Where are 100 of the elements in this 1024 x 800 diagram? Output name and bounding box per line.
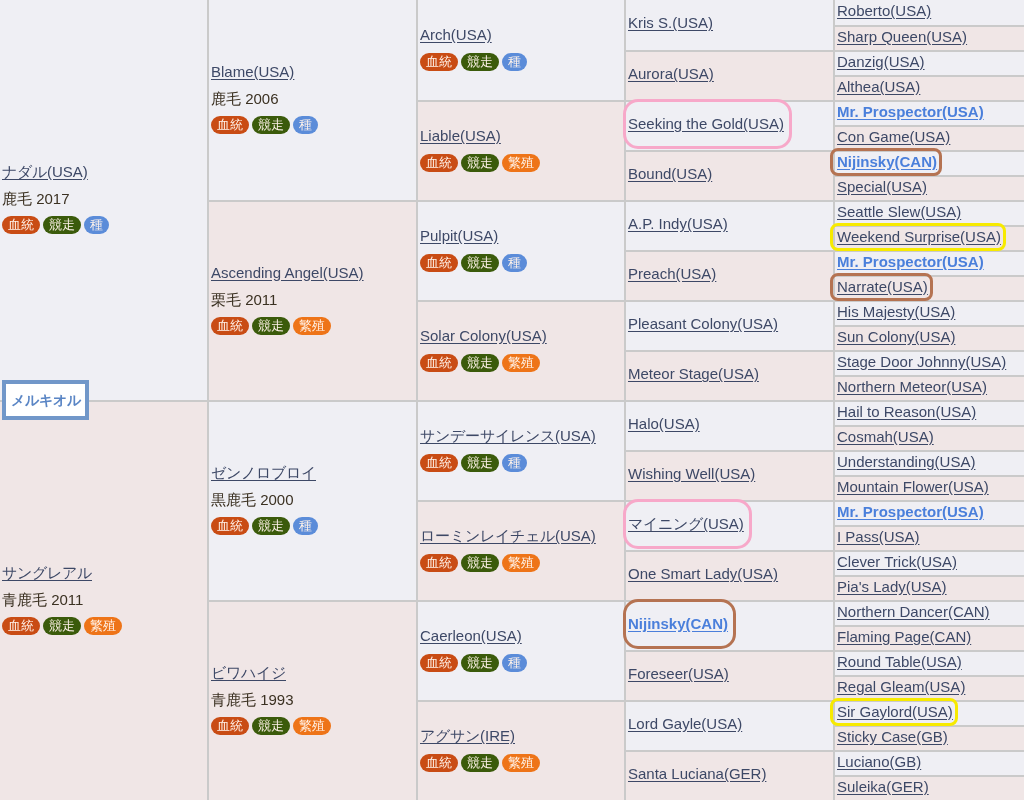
pedigree-cell: [624, 450, 833, 500]
pedigree-cell: [833, 0, 1024, 25]
pedigree-cell: [624, 750, 833, 800]
horse-name-link: Althea(USA): [837, 76, 921, 97]
horse-name-link: Sticky Case(GB): [837, 726, 948, 747]
tag-badge: 繁殖: [502, 553, 540, 572]
horse-name-link: ビワハイジ: [211, 662, 286, 683]
pedigree-cell: [207, 600, 416, 800]
tag-badge: 競走: [461, 253, 499, 272]
pedigree-cell: [624, 600, 833, 650]
pedigree-cell: [833, 775, 1024, 800]
horse-name-link: Mr. Prospector(USA): [837, 501, 984, 522]
pedigree-cell: [833, 300, 1024, 325]
tag-badge: 競走: [43, 617, 81, 635]
pedigree-cell: [624, 700, 833, 750]
tag-badge: 血統: [420, 753, 458, 772]
horse-name-link: Sir Gaylord(USA): [837, 702, 953, 720]
pedigree-cell: [833, 625, 1024, 650]
pedigree-cell: [833, 225, 1024, 250]
pedigree-cell: [624, 300, 833, 350]
tag-badge: 繁殖: [502, 753, 540, 772]
pedigree-cell: [207, 0, 416, 200]
tag-badge: 競走: [461, 753, 499, 772]
horse-name-link: Weekend Surprise(USA): [837, 227, 1001, 245]
horse-name-link: ゼンノロブロイ: [211, 462, 316, 483]
tag-badge: 種: [293, 116, 318, 134]
pedigree-cell: [624, 550, 833, 600]
tag-badge: 血統: [2, 617, 40, 635]
tag-badge: 血統: [211, 317, 249, 335]
horse-name-link: Seattle Slew(USA): [837, 201, 962, 222]
horse-name-link: Santa Luciana(GER): [628, 764, 767, 784]
horse-name-link: Foreseer(USA): [628, 664, 729, 684]
horse-name-link: Solar Colony(USA): [420, 326, 547, 346]
horse-name-link: Northern Meteor(USA): [837, 376, 988, 397]
horse-name-link: ナダル(USA): [2, 161, 88, 182]
pedigree-cell: [833, 675, 1024, 700]
horse-name-link: Preach(USA): [628, 264, 717, 284]
horse-name-link: Con Game(USA): [837, 126, 951, 147]
pedigree-cell: [833, 475, 1024, 500]
horse-name-link: Blame(USA): [211, 61, 295, 82]
horse-name-link: Danzig(USA): [837, 51, 925, 72]
horse-name-link: Liable(USA): [420, 126, 501, 146]
horse-name-link: Northern Dancer(CAN): [837, 601, 990, 622]
pedigree-cell: [833, 725, 1024, 750]
horse-name-link: サングレアル: [2, 562, 92, 583]
horse-name-link: アグサン(IRE): [420, 726, 515, 746]
horse-name-link: Understanding(USA): [837, 451, 976, 472]
pedigree-cell: [833, 125, 1024, 150]
pedigree-cell: [833, 450, 1024, 475]
tag-badge: 種: [502, 52, 527, 71]
pedigree-cell: [207, 400, 416, 600]
tag-badge: 繁殖: [502, 353, 540, 372]
tag-badge: 種: [293, 517, 318, 535]
pedigree-cell: [624, 0, 833, 50]
pedigree-cell: [416, 500, 624, 600]
pedigree-cell: [833, 425, 1024, 450]
tag-badge: 血統: [420, 52, 458, 71]
horse-name-link: Bound(USA): [628, 164, 713, 184]
horse-name-link: Seeking the Gold(USA): [628, 115, 784, 132]
pedigree-cell: [833, 375, 1024, 400]
horse-name-link: Roberto(USA): [837, 0, 932, 21]
horse-name-link: Flaming Page(CAN): [837, 626, 972, 647]
pedigree-cell: [207, 200, 416, 400]
horse-name-link: Nijinsky(CAN): [837, 152, 937, 170]
tag-badge: 競走: [461, 153, 499, 172]
coat-year-text: 青鹿毛 1993: [211, 689, 294, 710]
horse-name-link: Suleika(GER): [837, 776, 929, 797]
tag-badge: 血統: [420, 553, 458, 572]
horse-name-link: Ascending Angel(USA): [211, 262, 364, 283]
horse-name-link: His Majesty(USA): [837, 301, 956, 322]
horse-name-link: Mr. Prospector(USA): [837, 101, 984, 122]
tag-badge: 血統: [211, 116, 249, 134]
pedigree-cell: [624, 100, 833, 150]
horse-name-link: Meteor Stage(USA): [628, 364, 759, 384]
pedigree-cell: [833, 275, 1024, 300]
tag-badge: 競走: [461, 653, 499, 672]
pedigree-cell: [833, 650, 1024, 675]
horse-name-link: Halo(USA): [628, 414, 700, 434]
coat-year-text: 鹿毛 2006: [211, 88, 279, 109]
horse-name-link: One Smart Lady(USA): [628, 564, 779, 584]
tag-badge: 種: [502, 253, 527, 272]
horse-name-link: Mountain Flower(USA): [837, 476, 989, 497]
horse-name-link: マイニング(USA): [628, 515, 744, 532]
pedigree-cell: [624, 50, 833, 100]
pedigree-cell: [416, 300, 624, 400]
horse-name-link: Lord Gayle(USA): [628, 714, 743, 734]
tag-badge: 血統: [420, 653, 458, 672]
tag-badge: 競走: [252, 517, 290, 535]
pedigree-cell: [833, 200, 1024, 225]
tag-badge: 競走: [461, 52, 499, 71]
coat-year-text: 栗毛 2011: [211, 289, 278, 310]
pedigree-cell: [833, 600, 1024, 625]
horse-name-link: サンデーサイレンス(USA): [420, 426, 596, 446]
tag-badge: 種: [502, 653, 527, 672]
tag-badge: 血統: [420, 153, 458, 172]
tag-badge: 繁殖: [84, 617, 122, 635]
pedigree-cell: [833, 525, 1024, 550]
pedigree-cell: [833, 50, 1024, 75]
pedigree-cell: [624, 250, 833, 300]
tag-badge: 競走: [43, 216, 81, 234]
